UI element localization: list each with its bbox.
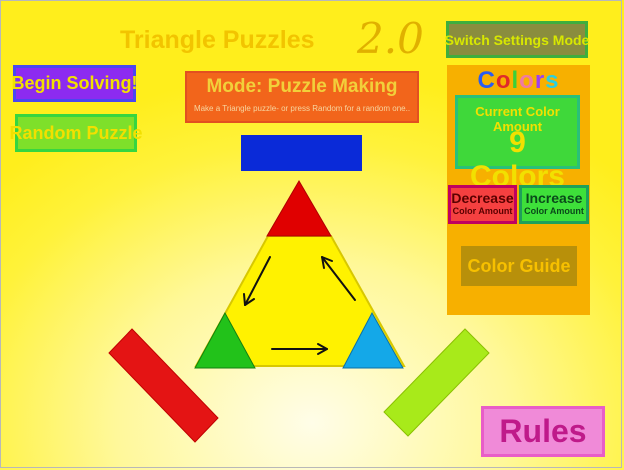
arrow-head-icon <box>321 256 333 269</box>
colors-title-letter: o <box>495 67 512 94</box>
game-version: 2.0 <box>357 14 424 63</box>
decrease-color-amount-button[interactable]: Decrease Color Amount <box>448 185 517 224</box>
right-triangle-piece[interactable] <box>342 311 404 369</box>
colors-title-letter: l <box>511 67 520 94</box>
random-puzzle-button[interactable]: Random Puzzle <box>10 114 143 152</box>
begin-solving-button[interactable]: Begin Solving! <box>12 65 138 102</box>
mode-instructions: Make a Triangle puzzle- or press Random … <box>193 104 411 113</box>
colors-title-letter: o <box>519 67 535 94</box>
colors-panel-title: Colors <box>447 67 590 95</box>
mode-panel: Mode: Puzzle Making Make a Triangle puzz… <box>185 71 419 123</box>
top-triangle-piece[interactable] <box>266 180 332 237</box>
left-triangle-piece[interactable] <box>194 311 256 369</box>
selected-color-swatch[interactable] <box>241 135 362 171</box>
current-color-amount-box: Current Color Amount 9 Colors <box>455 95 580 193</box>
left-bar-piece[interactable] <box>108 328 219 443</box>
increase-label: Increase <box>525 190 583 206</box>
mode-title: Mode: Puzzle Making <box>206 76 398 97</box>
arrow-head-icon <box>243 293 255 306</box>
switch-settings-mode-button[interactable]: Switch Settings Mode <box>445 21 589 58</box>
increase-color-amount-button[interactable]: Increase Color Amount <box>519 185 589 224</box>
rules-button[interactable]: Rules <box>481 406 605 457</box>
color-guide-button[interactable]: Color Guide <box>461 246 577 286</box>
arrow-head-icon <box>317 343 328 355</box>
right-bar-piece[interactable] <box>383 328 490 437</box>
rotation-arrows <box>243 256 356 355</box>
arrow-up-left-icon <box>321 256 356 301</box>
colors-title-letter: s <box>545 67 560 94</box>
decrease-sublabel: Color Amount <box>452 206 513 216</box>
arrow-down-left-icon <box>244 256 271 306</box>
decrease-label: Decrease <box>451 190 514 206</box>
colors-title-letter: r <box>534 67 546 94</box>
increase-sublabel: Color Amount <box>524 206 584 216</box>
colors-title-letter: C <box>477 67 496 94</box>
current-color-amount-label: Current Color Amount <box>475 104 560 134</box>
game-title: Triangle Puzzles <box>120 26 315 54</box>
